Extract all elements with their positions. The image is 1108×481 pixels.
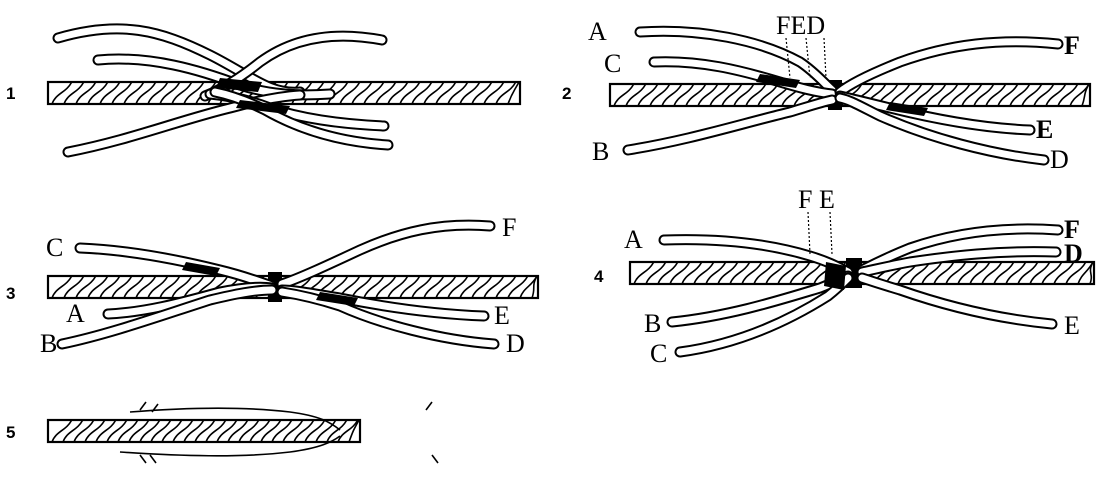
label-a-4: A [624,225,643,254]
leader-e-4 [830,212,832,254]
label-c-4: C [650,339,667,368]
step-number-1: 1 [6,84,15,103]
label-e-2: E [1036,115,1053,144]
label-b-2: B [592,137,609,166]
label-b-3: B [40,329,57,358]
label-a-2: A [588,17,607,46]
label-a-3: A [66,299,85,328]
label-c-3: C [46,233,63,262]
step-number-4: 4 [594,267,604,286]
label-d-4: D [1064,239,1083,268]
label-fe-4: F E [798,185,835,214]
label-c-2: C [604,49,621,78]
label-d-2: D [1050,145,1069,174]
label-f-2: F [1064,31,1080,60]
step-number-3: 3 [6,284,15,303]
label-f-3: F [502,213,516,242]
rope-5 [48,402,438,463]
leader-d-2 [824,38,826,78]
panel-4: 4 F E A B C F D E [594,185,1094,368]
label-e-3: E [494,301,510,330]
panel-5: 5 [6,402,438,463]
step-number-5: 5 [6,423,15,442]
leader-f-4 [808,212,810,254]
label-fed-2: FED [776,11,825,40]
step-number-2: 2 [562,84,571,103]
panel-2: 2 A C B FED F E D [562,11,1090,174]
label-d-3: D [506,329,525,358]
panel-3: 3 C A B F E D [6,213,538,358]
panel-1: 1 [6,29,520,152]
strand-ends-right-5 [426,402,438,463]
strands-4 [664,229,1058,352]
label-e-4: E [1064,311,1080,340]
label-b-4: B [644,309,661,338]
